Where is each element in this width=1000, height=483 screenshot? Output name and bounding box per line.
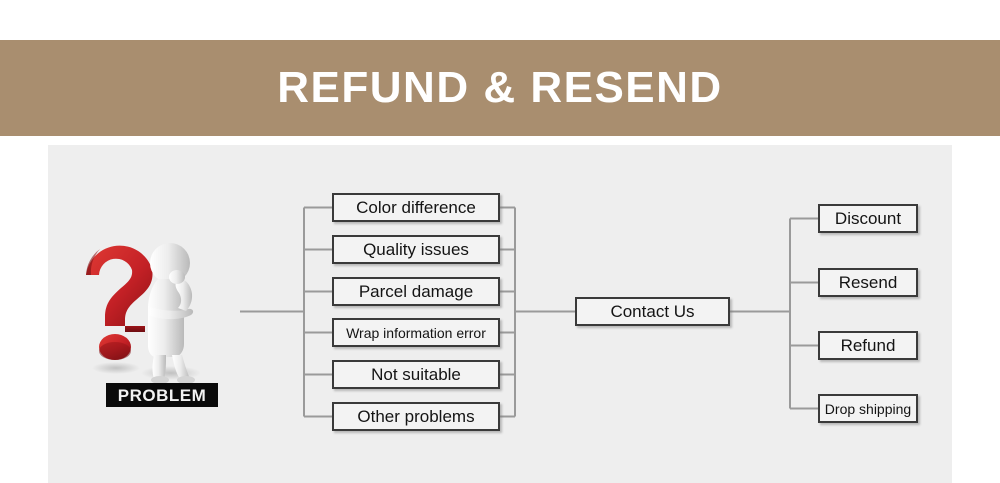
resolution-node-drop-shipping[interactable]: Drop shipping bbox=[818, 394, 918, 423]
resolution-node-resend[interactable]: Resend bbox=[818, 268, 918, 297]
flowchart-panel: PROBLEM Color difference Quality issues … bbox=[48, 145, 952, 483]
resolution-node-refund[interactable]: Refund bbox=[818, 331, 918, 360]
problem-node-label: Not suitable bbox=[371, 365, 461, 384]
problem-node-wrap-information-error[interactable]: Wrap information error bbox=[332, 318, 500, 347]
question-mark-thinker-icon bbox=[86, 243, 201, 384]
problem-node-quality-issues[interactable]: Quality issues bbox=[332, 235, 500, 264]
contact-us-label: Contact Us bbox=[610, 302, 695, 321]
problem-node-label: Wrap information error bbox=[346, 324, 486, 341]
contact-us-node[interactable]: Contact Us bbox=[575, 297, 730, 326]
problem-label: PROBLEM bbox=[106, 383, 218, 407]
resolution-node-label: Resend bbox=[838, 273, 898, 292]
page-title: REFUND & RESEND bbox=[277, 63, 723, 112]
problem-node-label: Parcel damage bbox=[358, 282, 474, 301]
problem-node-label: Other problems bbox=[357, 407, 475, 426]
problem-node-not-suitable[interactable]: Not suitable bbox=[332, 360, 500, 389]
flowchart-connectors bbox=[240, 206, 818, 418]
problem-node-color-difference[interactable]: Color difference bbox=[332, 193, 500, 222]
problem-illustration: PROBLEM bbox=[70, 215, 230, 415]
problem-label-text: PROBLEM bbox=[117, 385, 207, 405]
resolution-node-label: Drop shipping bbox=[824, 400, 912, 417]
resolution-node-label: Discount bbox=[834, 209, 902, 228]
page-banner: REFUND & RESEND bbox=[0, 40, 1000, 136]
problem-node-label: Color difference bbox=[356, 198, 476, 217]
resolution-node-discount[interactable]: Discount bbox=[818, 204, 918, 233]
problem-node-parcel-damage[interactable]: Parcel damage bbox=[332, 277, 500, 306]
problem-node-other-problems[interactable]: Other problems bbox=[332, 402, 500, 431]
resolution-node-label: Refund bbox=[840, 336, 896, 355]
problem-node-label: Quality issues bbox=[363, 240, 469, 259]
